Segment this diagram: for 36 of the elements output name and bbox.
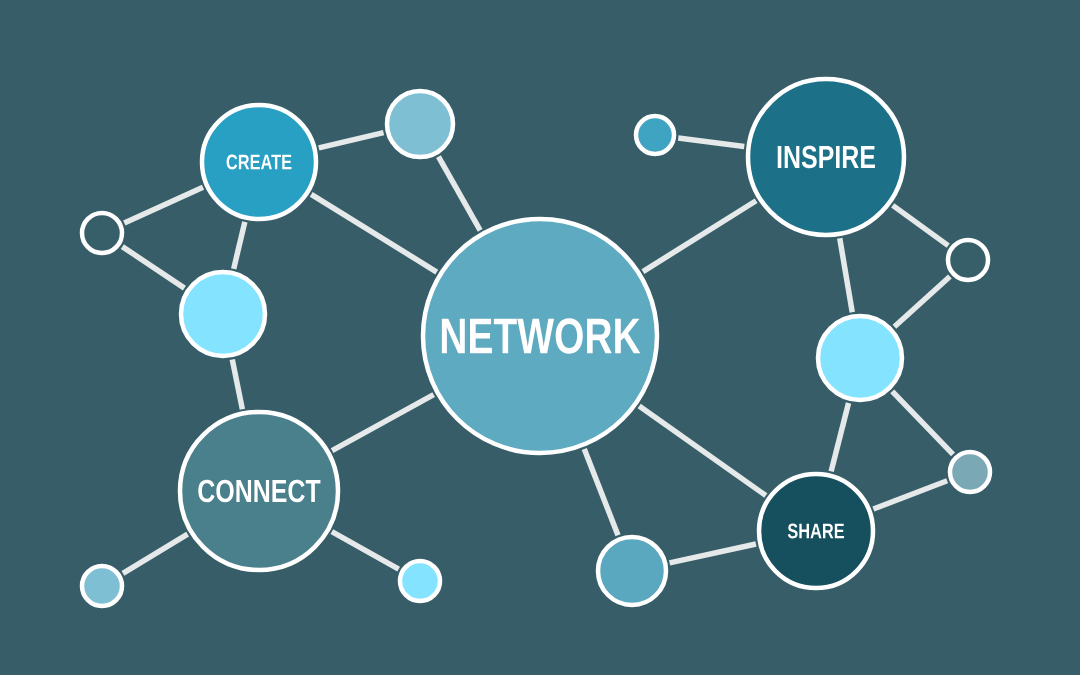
connector-line xyxy=(229,358,246,410)
circle-node: CONNECT xyxy=(177,409,341,573)
circle xyxy=(178,269,268,359)
circle-node: SHARE xyxy=(756,471,876,591)
connector-line xyxy=(891,203,950,248)
connector-line xyxy=(231,221,248,270)
connector-line xyxy=(890,389,955,457)
circle-node: NETWORK xyxy=(420,216,660,456)
connector-line xyxy=(669,541,757,566)
connector-line xyxy=(330,529,400,572)
connector-line xyxy=(436,155,483,232)
circle xyxy=(633,113,677,157)
circle xyxy=(815,313,905,403)
circle xyxy=(79,210,125,256)
connector-line xyxy=(121,531,190,576)
circle-node: INSPIRE xyxy=(745,76,907,238)
circle xyxy=(397,558,443,604)
connector-line xyxy=(637,403,768,498)
circle xyxy=(945,237,991,283)
circle-node: CREATE xyxy=(199,102,319,222)
circle xyxy=(947,449,993,495)
connector-line xyxy=(828,402,852,473)
connector-line xyxy=(872,478,949,512)
connector-line xyxy=(120,244,186,291)
connector-line xyxy=(641,198,758,274)
connector-line xyxy=(581,448,621,537)
circle xyxy=(595,534,669,608)
connector-line xyxy=(309,192,439,275)
connector-line xyxy=(837,237,855,313)
connector-line xyxy=(677,135,745,150)
circle xyxy=(79,563,125,609)
connector-line xyxy=(318,129,385,151)
connector-line xyxy=(330,392,435,454)
connector-line xyxy=(123,184,205,226)
connector-line xyxy=(892,274,952,329)
circle xyxy=(384,88,456,160)
